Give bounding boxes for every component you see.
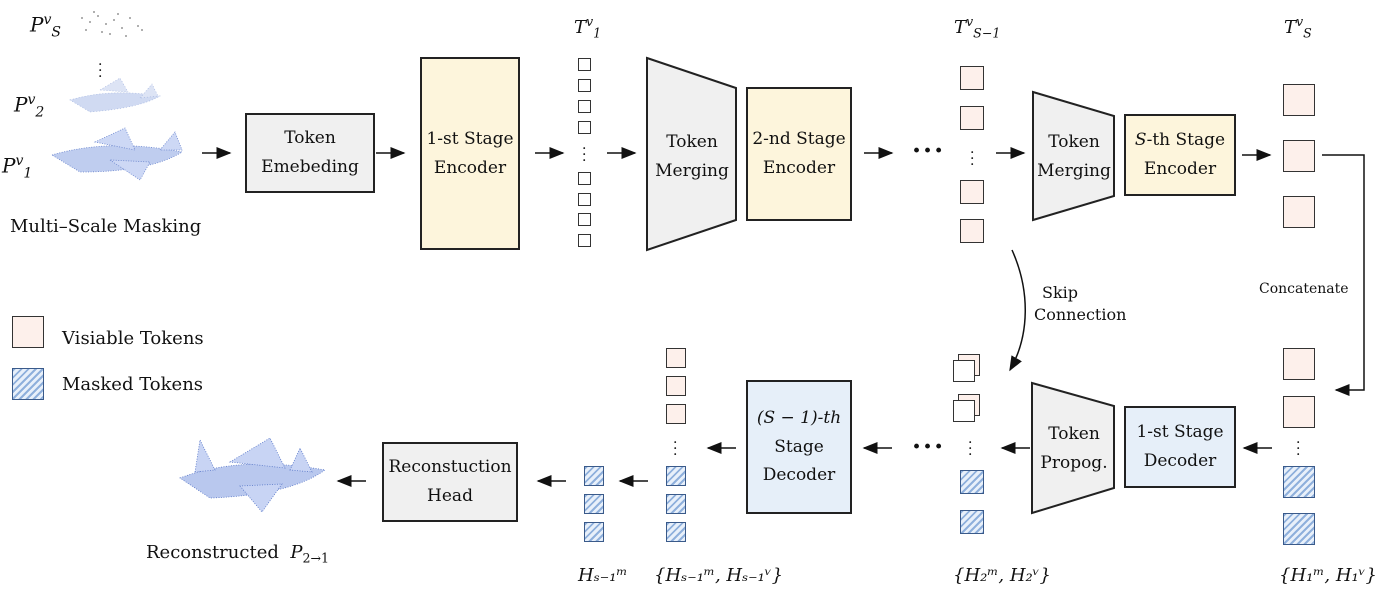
legend-masked-swatch (12, 368, 44, 400)
t1-token (578, 100, 591, 113)
t1-token (578, 234, 591, 247)
h1-token-masked (1283, 513, 1315, 545)
t1-token (578, 79, 591, 92)
vertical-ellipsis: ··· (98, 57, 103, 85)
t1-token (578, 193, 591, 206)
point-cloud-ps (81, 11, 143, 37)
token-propog-shape (1031, 381, 1115, 515)
hs1m-token (584, 522, 604, 542)
hs1m-label: Hₛ₋₁ᵐ (578, 565, 628, 586)
concatenate-label: Concatenate (1259, 281, 1349, 297)
hs1-token-visible (666, 376, 686, 396)
hs1-label: {Hₛ₋₁ᵐ, Hₛ₋₁ᵛ} (654, 565, 784, 586)
h2-token-stack-front (953, 360, 975, 382)
point-cloud-p2 (69, 77, 161, 113)
t1-label: Tv1 (574, 14, 602, 41)
arrow-concatenate (1322, 154, 1365, 396)
legend-visible-label: Visiable Tokens (62, 328, 204, 349)
hs1-token-masked (666, 494, 686, 514)
h1-label: {H₁ᵐ, H₁ᵛ} (1279, 565, 1377, 586)
ellipsis-top: ··· (912, 136, 946, 166)
ts1-ellipsis: ··· (970, 145, 975, 173)
t1-token (578, 121, 591, 134)
hs1m-token (584, 466, 604, 486)
h1-token-masked (1283, 466, 1315, 498)
ts1-token (960, 106, 984, 130)
ellipsis-bottom: ··· (912, 432, 946, 462)
reconstructed-label: Reconstructed P2→1 (146, 542, 330, 566)
legend-visible-swatch (12, 316, 44, 348)
stageS-encoder-box: S-th Stage Encoder (1124, 114, 1236, 196)
legend-masked-label: Masked Tokens (62, 374, 204, 395)
stageS1-decoder-box: (S − 1)-th Stage Decoder (746, 380, 852, 514)
h2-label: {H₂ᵐ, H₂ᵛ} (953, 565, 1051, 586)
t1-token (578, 172, 591, 185)
ts-label: TvS (1284, 14, 1312, 41)
hs1-token-masked (666, 522, 686, 542)
t1-token (578, 213, 591, 226)
token-merging-1-shape (646, 56, 737, 252)
t1-token (578, 58, 591, 71)
ts1-token (960, 219, 984, 243)
h1-ellipsis: ··· (1296, 435, 1301, 463)
arrow-skip-connection (1009, 249, 1026, 372)
point-cloud-reconstructed (179, 437, 327, 513)
ts-token (1283, 84, 1315, 116)
hs1-token-visible (666, 404, 686, 424)
h1-token-visible (1283, 348, 1315, 380)
h2-token-stack-front (953, 400, 975, 422)
ts1-token (960, 180, 984, 204)
token-merging-s-shape (1032, 90, 1115, 222)
hs1m-token (584, 494, 604, 514)
ps-label: PvS (30, 12, 61, 41)
t1-ellipsis: ··· (582, 141, 587, 169)
hs1-token-visible (666, 348, 686, 368)
h2-ellipsis: ··· (968, 435, 973, 463)
ts-token (1283, 140, 1315, 172)
h1-token-visible (1283, 396, 1315, 428)
ts1-label: TvS−1 (954, 14, 1001, 41)
p1-label: Pv1 (2, 153, 33, 182)
h2-token-masked (960, 470, 984, 494)
hs1-token-masked (666, 466, 686, 486)
hs1-ellipsis: ··· (673, 435, 678, 463)
h2-token-masked (960, 510, 984, 534)
point-cloud-p1 (51, 127, 184, 181)
ts-token (1283, 196, 1315, 228)
multi-scale-masking-label: Multi–Scale Masking (10, 216, 202, 237)
p2-label: Pv2 (14, 92, 45, 121)
ts1-token (960, 66, 984, 90)
